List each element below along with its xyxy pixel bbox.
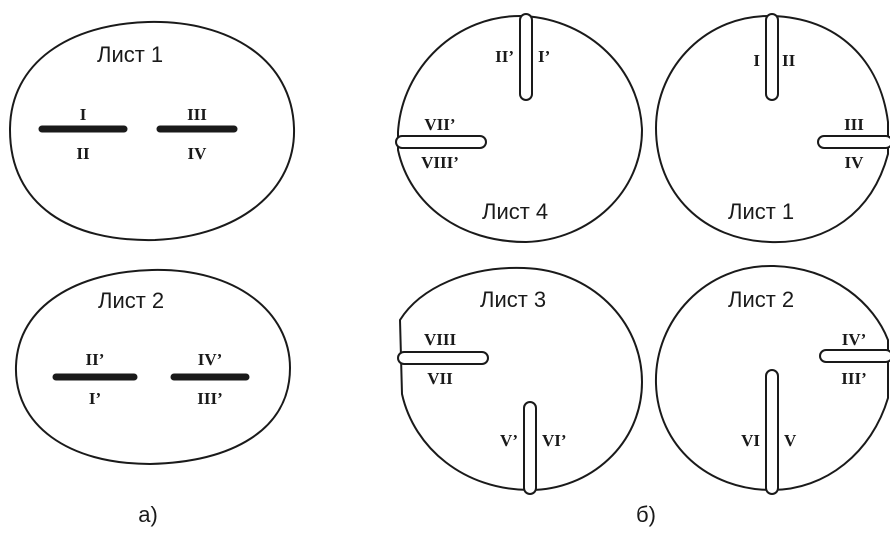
slit: [819, 349, 890, 363]
slit: [395, 135, 487, 149]
sheet-title: Лист 2: [98, 288, 164, 313]
sheet-title: Лист 4: [482, 199, 548, 224]
panel-caption: б): [636, 502, 656, 527]
slit: [523, 401, 537, 495]
sheet-outline: [14, 268, 292, 466]
slit-label: IV’: [842, 330, 867, 349]
slit-label: VII: [427, 369, 453, 388]
slit-label: II’: [495, 47, 514, 66]
slit-label: III’: [841, 369, 867, 388]
sheet-title: Лист 2: [728, 287, 794, 312]
slit-label: II: [76, 144, 90, 163]
panel-b: II’ I’ VII’ VIII’ Лист 4 I II III IV Лис…: [395, 13, 890, 527]
slit: [817, 135, 890, 149]
sheet-outline: [8, 20, 296, 242]
sheet-title: Лист 1: [97, 42, 163, 67]
sheet-title: Лист 1: [728, 199, 794, 224]
sheet-title: Лист 3: [480, 287, 546, 312]
slit: [765, 13, 779, 101]
slit: [397, 351, 489, 365]
panel-b-sheet-4: II’ I’ VII’ VIII’ Лист 4: [395, 13, 644, 244]
slit-label: IV: [845, 153, 865, 172]
panel-b-sheet-3: Лист 3 VIII VII V’ VI’: [397, 266, 644, 495]
slit-label: IV’: [198, 350, 223, 369]
slit-label: IV: [188, 144, 208, 163]
slit: [765, 369, 779, 495]
slit-label: I: [80, 105, 87, 124]
panel-caption: а): [138, 502, 158, 527]
slit-label: I’: [89, 389, 101, 408]
panel-a-sheet-2: Лист 2 II’ I’ IV’ III’: [14, 268, 292, 466]
slit-label: VIII’: [421, 153, 459, 172]
slit-label: III: [844, 115, 864, 134]
panel-b-sheet-2: Лист 2 IV’ III’ VI V: [654, 264, 890, 495]
slit-label: V: [784, 431, 797, 450]
slit: [519, 13, 533, 101]
panel-b-sheet-1: I II III IV Лист 1: [654, 13, 890, 244]
slit-label: V’: [500, 431, 518, 450]
sheet-outline: [397, 14, 644, 244]
slit-label: VI’: [542, 431, 567, 450]
sheet-outline: [654, 14, 889, 244]
panel-a-sheet-1: Лист 1 I II III IV: [8, 20, 296, 242]
slit-label: II: [782, 51, 796, 70]
slit-label: III: [187, 105, 207, 124]
slit-label: I: [753, 51, 760, 70]
slit-label: I’: [538, 47, 550, 66]
slit-label: VI: [741, 431, 760, 450]
slit-label: II’: [86, 350, 105, 369]
slit-label: III’: [197, 389, 223, 408]
slit-label: VII’: [424, 115, 455, 134]
panel-a: Лист 1 I II III IV Лист 2 II’ I’ IV’ III…: [8, 20, 296, 527]
slit-label: VIII: [424, 330, 457, 349]
